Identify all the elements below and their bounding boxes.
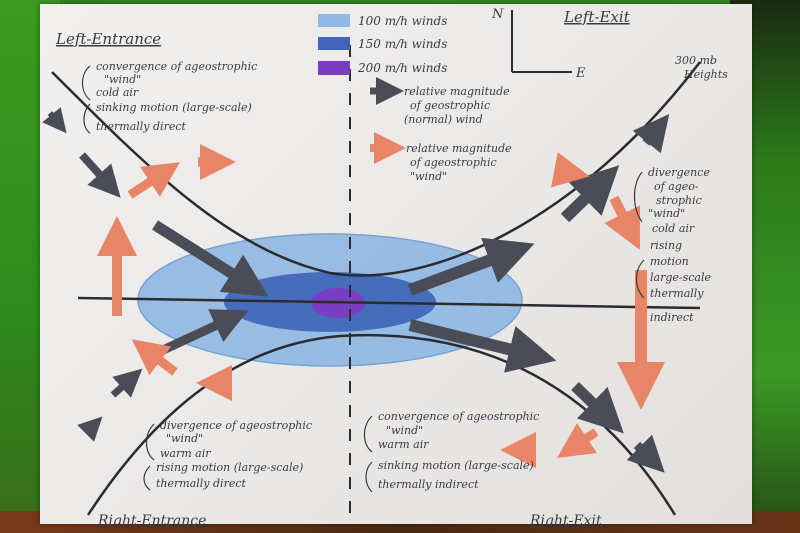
- legend-swatch-150: [318, 37, 350, 50]
- note-line: large-scale: [650, 271, 711, 284]
- geo-arrow: [152, 220, 269, 297]
- note-line: thermally indirect: [378, 478, 479, 491]
- geo-arrow: [560, 165, 620, 223]
- ageo-arrow: [127, 162, 181, 199]
- ageo-arrow: [550, 151, 590, 188]
- title-left-entrance: Left-Entrance: [55, 30, 161, 48]
- legend-swatch-200: [318, 61, 350, 75]
- legend-ageo-line2: of ageostrophic: [410, 156, 497, 169]
- geo-arrow: [408, 319, 557, 373]
- note-line: "wind": [104, 73, 141, 86]
- note-line: rising: [650, 239, 682, 252]
- geo-arrow: [626, 434, 665, 473]
- legend-swatch-100: [318, 14, 350, 27]
- note-line: of ageo-: [654, 180, 699, 193]
- note-line: thermally direct: [156, 477, 246, 490]
- geo-arrow: [79, 152, 121, 198]
- note-bracket: [145, 423, 155, 461]
- legend-ageo-line1: relative magnitude: [406, 142, 512, 155]
- ageo-arrow: [557, 423, 599, 458]
- ageostrophic-wind-arrows: [97, 144, 665, 468]
- notes-right-entrance: divergence of ageostrophic "wind" warm a…: [156, 419, 312, 490]
- heights-label-line2: Heights: [683, 68, 728, 81]
- geo-arrow: [632, 113, 670, 154]
- geostrophic-wind-arrows: [42, 107, 670, 473]
- note-bracket: [81, 65, 91, 101]
- compass: [511, 10, 572, 73]
- jet-axis-line: [77, 296, 701, 310]
- note-line: divergence of ageostrophic: [160, 419, 312, 432]
- note-bracket-marks: [81, 65, 645, 493]
- note-line: thermally direct: [96, 120, 186, 133]
- legend-geo-line2: of geostrophic: [410, 99, 490, 112]
- geo-arrow: [571, 382, 624, 434]
- note-line: indirect: [650, 311, 694, 324]
- geo-arrow: [42, 107, 67, 134]
- note-line: warm air: [160, 447, 211, 460]
- note-line: motion: [650, 255, 689, 268]
- note-line: sinking motion (large-scale): [96, 101, 252, 114]
- notes-left-entrance: convergence of ageostrophic "wind" cold …: [96, 60, 257, 133]
- note-line: "wind": [166, 432, 203, 445]
- notes-left-exit: divergence of ageo- strophic "wind" cold…: [648, 166, 711, 324]
- note-bracket: [635, 259, 645, 299]
- note-bracket: [365, 461, 373, 493]
- note-line: rising motion (large-scale): [156, 461, 303, 474]
- geo-arrow: [407, 237, 535, 296]
- geo-arrow: [77, 416, 103, 442]
- note-bracket: [363, 415, 373, 453]
- geo-arrow: [161, 309, 249, 355]
- note-line: warm air: [378, 438, 429, 451]
- note-line: "wind": [648, 207, 685, 220]
- ageo-arrow: [131, 339, 178, 376]
- note-bracket: [143, 465, 151, 491]
- title-left-exit: Left-Exit: [563, 8, 631, 26]
- note-line: cold air: [652, 222, 695, 235]
- legend-ageo-line3: "wind": [410, 170, 447, 183]
- note-line: convergence of ageostrophic: [378, 410, 539, 423]
- legend-label-100: 100 m/h winds: [358, 14, 447, 28]
- note-line: divergence: [648, 166, 710, 179]
- legend-geo-line3: (normal) wind: [404, 113, 483, 126]
- heights-label-line1: 300 mb: [675, 54, 717, 67]
- note-line: thermally: [650, 287, 704, 300]
- note-line: cold air: [96, 86, 139, 99]
- geo-arrow: [110, 368, 143, 398]
- note-line: strophic: [656, 194, 702, 207]
- compass-east-label: E: [575, 66, 586, 81]
- legend-label-150: 150 m/h winds: [358, 37, 447, 51]
- legend-label-200: 200 m/h winds: [357, 61, 447, 75]
- note-line: sinking motion (large-scale): [378, 459, 534, 472]
- compass-north-label: N: [491, 7, 504, 22]
- notes-right-exit: convergence of ageostrophic "wind" warm …: [378, 410, 539, 491]
- note-bracket: [633, 171, 643, 223]
- ageo-arrow: [604, 195, 640, 250]
- title-right-entrance: Right-Entrance: [97, 513, 206, 529]
- note-bracket: [83, 103, 91, 134]
- note-line: "wind": [386, 424, 423, 437]
- note-line: convergence of ageostrophic: [96, 60, 257, 73]
- legend-geo-line1: relative magnitude: [404, 85, 510, 98]
- title-right-exit: Right-Exit: [529, 513, 602, 529]
